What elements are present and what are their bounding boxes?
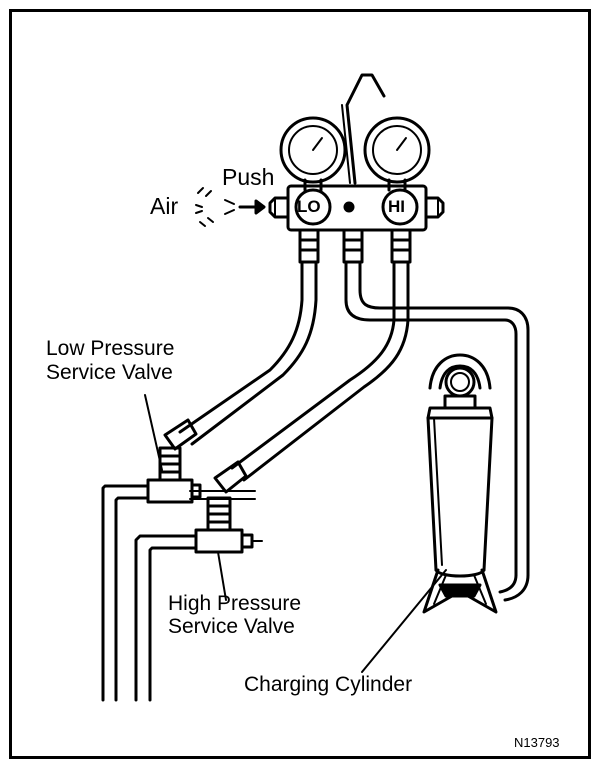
lo-side-fitting (268, 196, 290, 219)
charging-cylinder (422, 353, 498, 614)
push-label: Push (222, 164, 275, 190)
high-pressure-label-line2: Service Valve (168, 615, 295, 638)
lo-valve-knob (294, 188, 332, 226)
air-label: Air (150, 193, 179, 219)
high-pressure-gauge (363, 116, 431, 192)
center-port (342, 228, 364, 264)
figure-code: N13793 (514, 735, 560, 750)
low-valve-pointer (144, 394, 163, 471)
high-hose (230, 260, 410, 482)
low-hose (178, 260, 318, 446)
charging-hose (344, 260, 530, 577)
low-pressure-pipe (101, 484, 150, 702)
hi-valve-knob (381, 188, 419, 226)
low-service-valve (146, 418, 202, 504)
low-pressure-gauge (279, 116, 347, 192)
high-valve-pointer (217, 551, 227, 601)
diagram-frame (9, 9, 591, 759)
lo-knob-label: LO (297, 197, 321, 216)
lo-port (298, 228, 320, 264)
hi-port (390, 228, 412, 264)
high-pressure-label-line1: High Pressure (168, 592, 302, 615)
hi-side-fitting (424, 196, 445, 219)
low-pressure-label-line1: Low Pressure (46, 337, 175, 360)
hanger-hook (345, 73, 386, 185)
manifold-body (286, 184, 428, 232)
high-pressure-pipe (134, 534, 198, 702)
low-pressure-label-line2: Service Valve (46, 361, 173, 384)
charging-cylinder-label: Charging Cylinder (244, 673, 413, 696)
hi-knob-label: HI (388, 197, 405, 216)
air-puffs (195, 187, 235, 227)
high-service-valve (194, 460, 254, 554)
